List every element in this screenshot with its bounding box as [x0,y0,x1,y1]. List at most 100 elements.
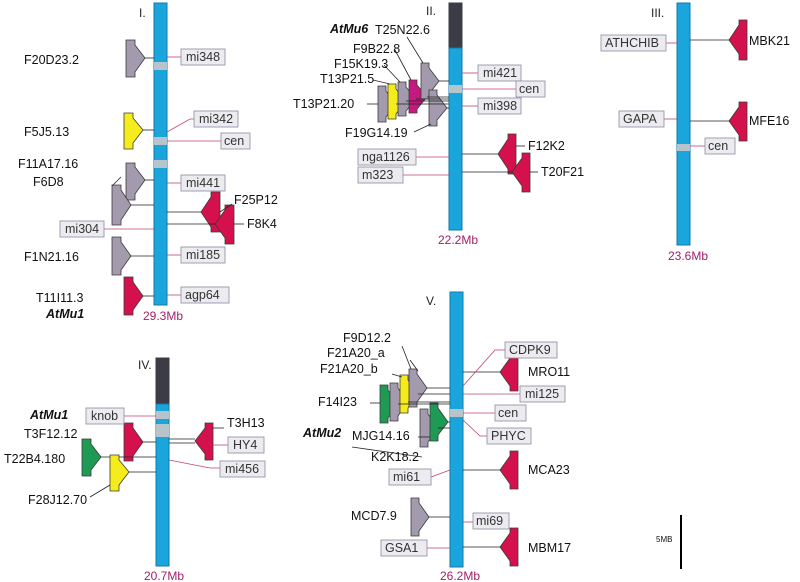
label-T3F12.12: T3F12.12 [24,427,78,441]
marker-T3F12.12 [123,422,144,462]
marker-T3H13 [194,422,214,461]
scale-bar-label: 5MB [656,535,672,544]
label-T25N22.6: T25N22.6 [375,23,430,37]
marker-MFE16 [728,101,748,142]
box-CDPK9 [504,341,558,359]
boxed-ATHCHIB: ATHCHIB [605,36,659,50]
box-GAPA [618,110,665,128]
marker-MCA23 [499,450,519,490]
boxed-mi342: mi342 [199,112,233,126]
chromosome-III-size: 23.6Mb [668,249,708,263]
label-T20F21: T20F21 [541,165,584,179]
label-AtMu2: AtMu2 [302,426,341,440]
label-F14I23: F14I23 [318,395,357,409]
chromosome-I-numeral: I. [139,6,146,20]
chromosome-V-numeral: V. [426,294,436,308]
label-MCA23: MCA23 [528,463,570,477]
label-T13P21.5: T13P21.5 [320,72,374,86]
scale-bar [680,515,682,569]
label-MFE16: MFE16 [749,114,789,128]
boxed-cen-chr2: cen [519,82,539,96]
boxed-GSA1: GSA1 [385,541,418,555]
boxed-m323: m323 [362,168,393,182]
chromosome-V-bar [449,291,464,568]
chromosome-V-centromere [450,409,463,417]
chromosome-V-size: 26.2Mb [440,569,480,582]
marker-F11A17.16 [125,162,146,201]
boxed-mi185: mi185 [186,248,220,262]
label-F9B22.8: F9B22.8 [353,42,400,56]
label-AtMu1-chr4: AtMu1 [29,408,68,422]
boxed-CDPK9: CDPK9 [509,343,551,357]
box-mi61 [388,468,432,486]
marker-MBM17 [499,527,519,567]
box-agp64 [180,286,230,304]
box-mi348 [180,48,226,66]
marker-F19G14.19 [428,89,448,127]
chromosome-IV-centromere [156,424,169,437]
marker-T20F21 [511,152,531,193]
chromosome-III-numeral: III. [651,6,664,20]
chromosome-I-band-1 [154,62,167,70]
chromosome-IV-size: 20.7Mb [144,569,184,582]
box-mi69 [472,512,510,530]
boxed-cen-chr5: cen [498,406,518,420]
chromosome-I-bar [153,2,168,306]
label-F9D12.2: F9D12.2 [343,331,391,345]
chromosome-I-band-2 [154,160,167,168]
boxed-agp64: agp64 [185,288,220,302]
boxed-GAPA: GAPA [623,112,657,126]
marker-MBK21 [728,19,748,61]
boxed-cen-chr1: cen [224,134,244,148]
label-F12K2: F12K2 [528,139,565,153]
box-HY4 [227,436,265,454]
label-F25P12: F25P12 [234,193,278,207]
box-mi421 [477,64,522,82]
box-mi304 [59,220,105,238]
label-F21A20-b: F21A20_b [320,362,378,376]
marker-F8K4 [214,204,235,245]
chromosome-III-centromere [677,144,690,151]
label-T11I11.3: T11I11.3 [36,291,84,305]
box-nga1126 [357,148,417,166]
chromosome-II-size: 22.2Mb [438,233,478,247]
label-MCD7.9: MCD7.9 [351,509,397,523]
label-T13P21.20: T13P21.20 [293,97,354,111]
boxed-mi398: mi398 [483,99,517,113]
boxed-mi304: mi304 [65,222,99,236]
marker-MJG14.16 [429,402,449,442]
marker-MCD7.9 [410,497,430,537]
label-AtMu1-chr1: AtMu1 [45,307,84,321]
chromosome-II-centromere [449,85,462,93]
boxed-HY4: HY4 [233,438,257,452]
box-ATHCHIB [600,34,667,52]
boxed-mi348: mi348 [186,50,220,64]
label-T22B4.180: T22B4.180 [4,452,65,466]
label-F20D23.2: F20D23.2 [24,53,79,67]
chromosome-II-knob [448,2,463,49]
box-knob [85,407,125,425]
scale-bar-group: 5MB [656,515,682,569]
chromosome-IV-band-1 [156,411,169,419]
label-AtMu6: AtMu6 [329,22,369,36]
box-mi185 [180,246,226,264]
label-F8K4: F8K4 [247,217,277,231]
box-mi342 [193,110,239,128]
boxed-mi421: mi421 [483,66,517,80]
label-MRO11: MRO11 [528,365,570,379]
label-F5J5.13: F5J5.13 [24,125,69,139]
label-T3H13: T3H13 [227,416,265,430]
marker-F9B22.8 [408,79,428,114]
box-mi398 [477,97,522,115]
chromosome-IV-knob [155,357,170,405]
box-cen-chr1 [220,132,251,150]
label-MJG14.16: MJG14.16 [352,429,410,443]
boxed-mi441: mi441 [186,176,220,190]
label-MBM17: MBM17 [528,541,571,555]
marker-T11I11.3 [123,276,144,316]
marker-T22B4.180 [81,438,102,477]
marker-F25P12 [200,191,221,233]
chromosome-II-bar [448,47,463,231]
chromosome-V-group: V. 26.2Mb F9D12.2 F21A20_a F21A20_b F14I… [302,291,571,582]
